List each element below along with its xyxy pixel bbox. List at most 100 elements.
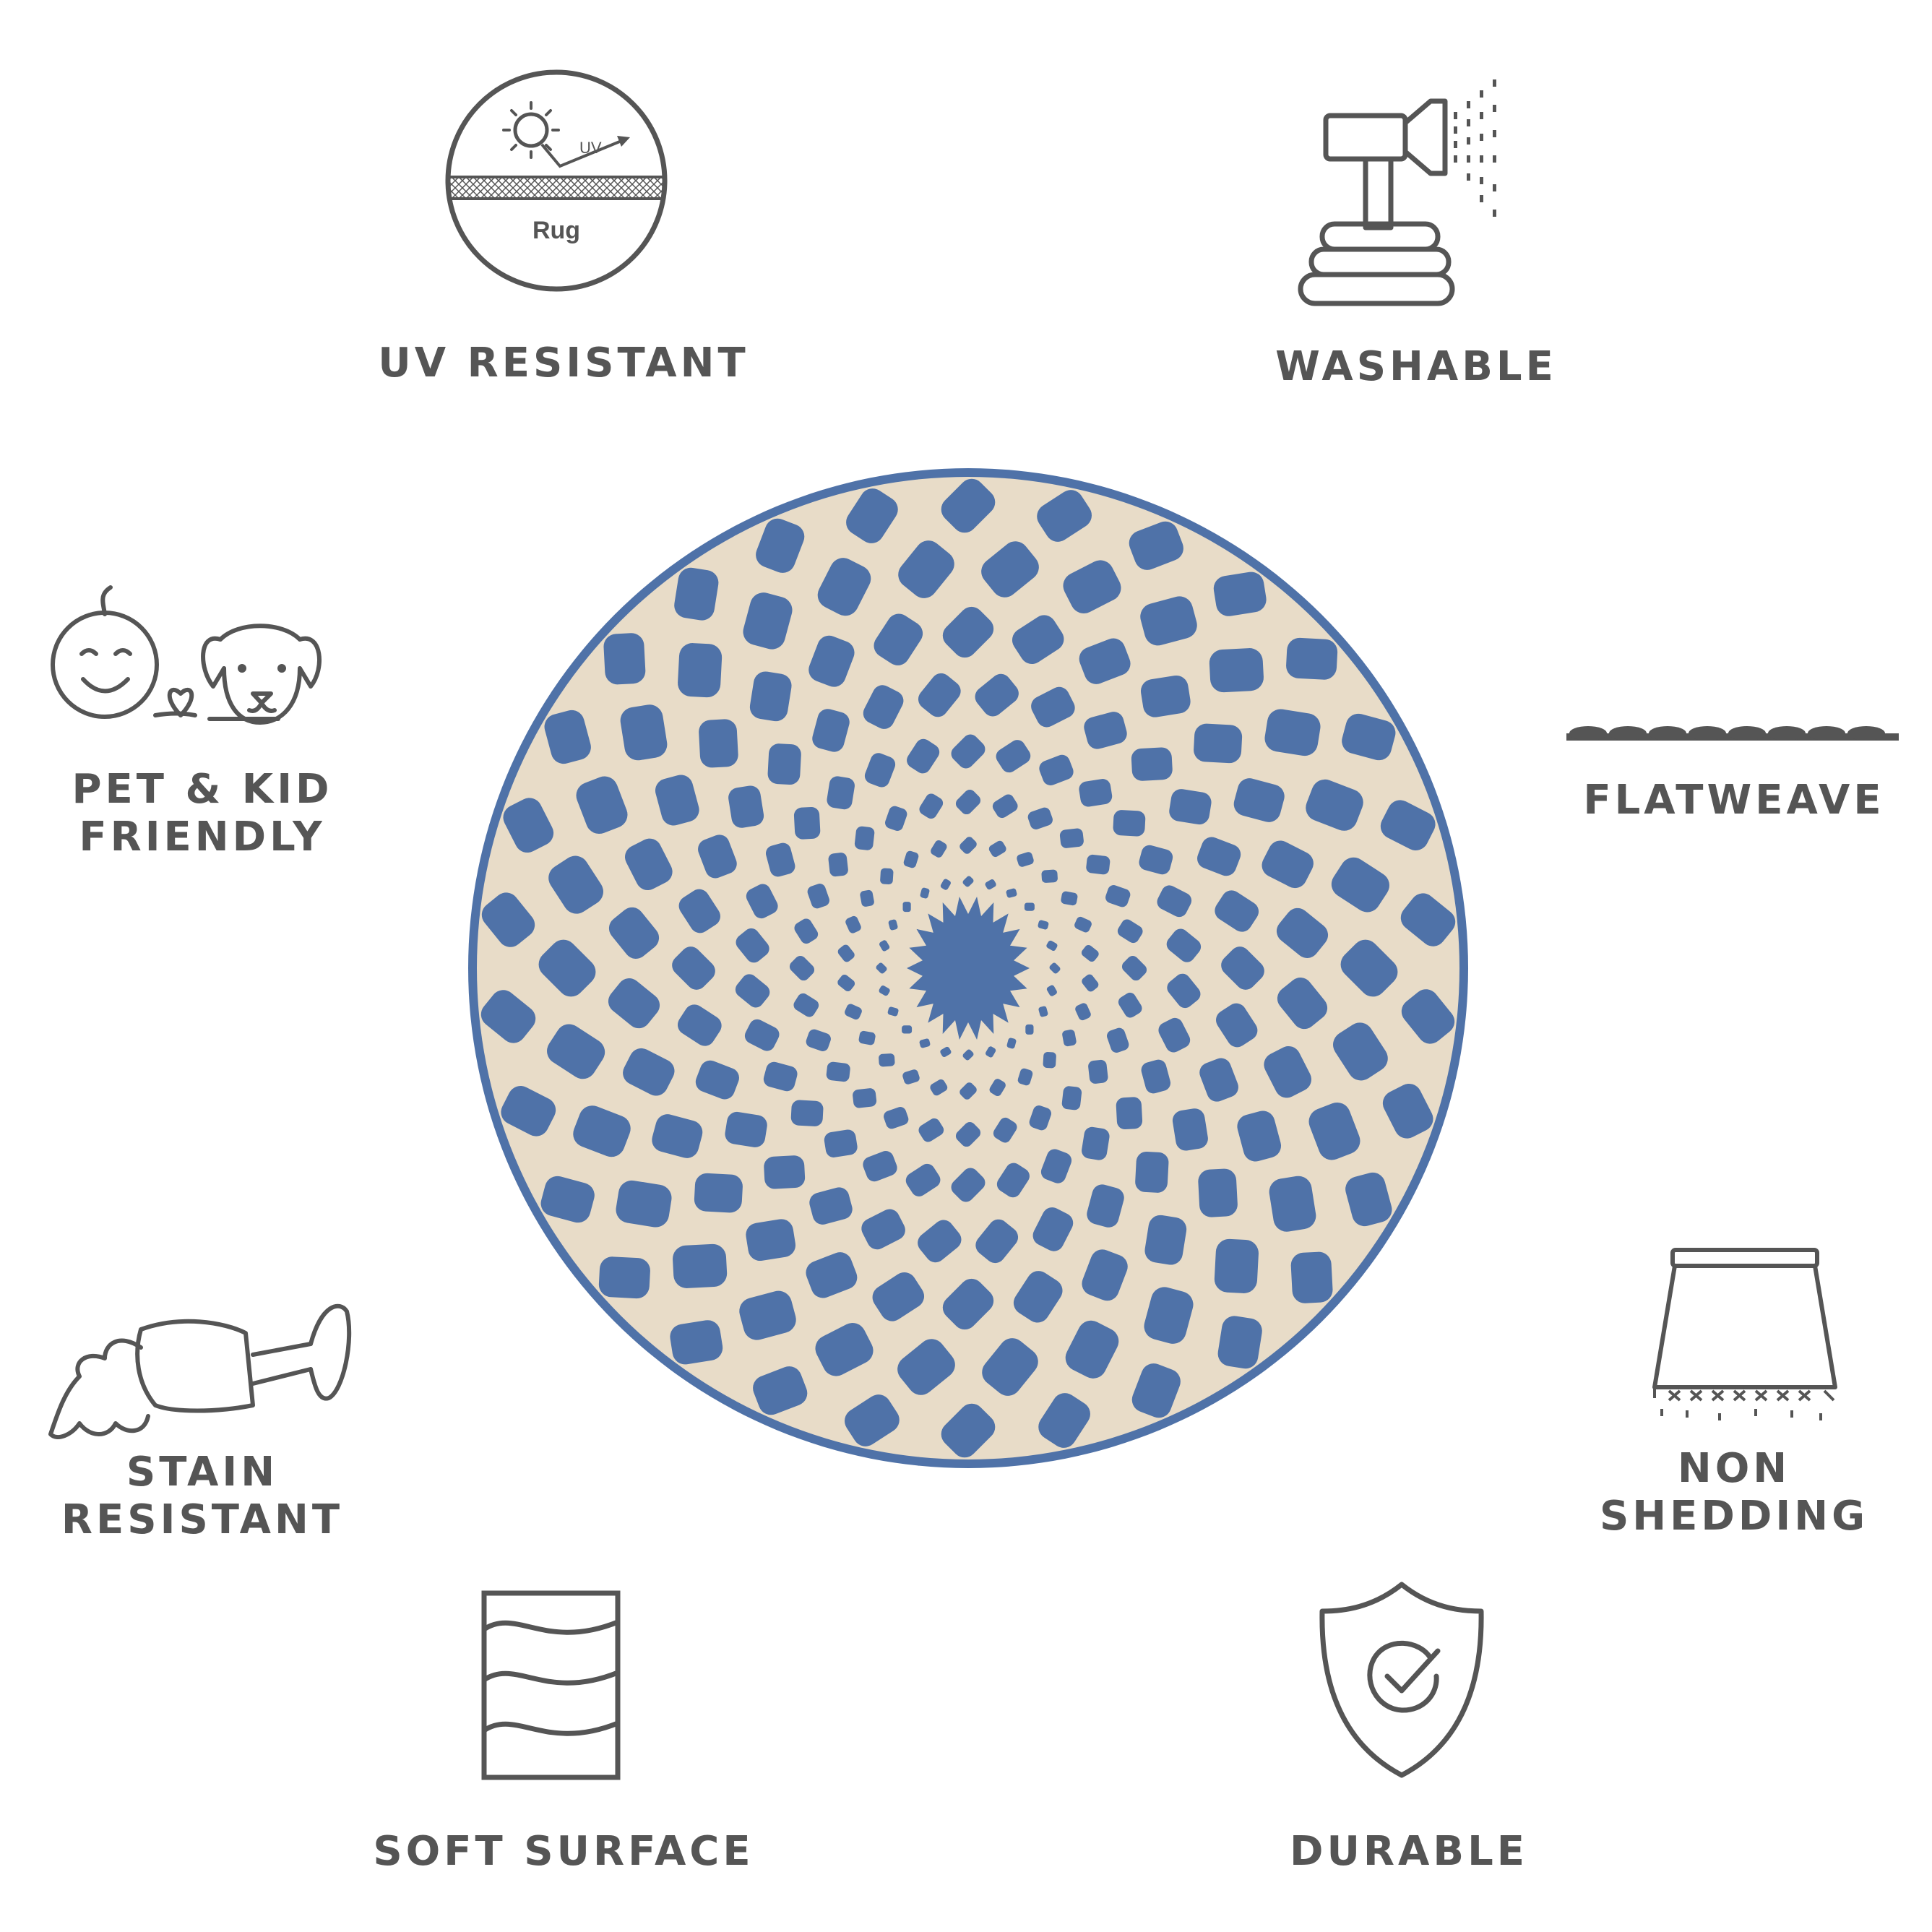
rug-motif bbox=[1209, 648, 1264, 693]
uv-resistant-label: UV RESISTANT bbox=[378, 340, 749, 387]
rug-motif bbox=[608, 907, 660, 959]
rug-motif bbox=[790, 1100, 824, 1126]
rug-motif bbox=[544, 710, 591, 764]
rug-motif bbox=[503, 798, 554, 853]
rug-motif bbox=[1141, 1059, 1171, 1094]
rug-motif bbox=[652, 1114, 703, 1158]
rug-motif bbox=[898, 540, 954, 598]
rug-motif bbox=[828, 853, 848, 877]
rug-motif bbox=[501, 1085, 556, 1137]
rug-motif bbox=[1038, 1006, 1048, 1017]
rug-motif bbox=[1046, 940, 1058, 951]
rug-motif bbox=[919, 1038, 931, 1048]
rug-motif bbox=[1342, 713, 1396, 761]
rug-motif bbox=[863, 1150, 897, 1182]
rug-motif bbox=[1217, 1316, 1262, 1369]
rug-motif bbox=[623, 1048, 675, 1096]
rug-motif bbox=[1024, 902, 1035, 911]
rug-motif bbox=[1049, 962, 1061, 974]
rug-motif bbox=[547, 1024, 605, 1079]
rug-motif bbox=[1199, 1058, 1238, 1102]
uv-resistant-feature: UV RESISTANT bbox=[347, 340, 780, 387]
rug-motif bbox=[1144, 1215, 1187, 1265]
rug-motif bbox=[872, 1272, 925, 1321]
rug-motif bbox=[1166, 928, 1202, 962]
rug-motif bbox=[951, 1168, 986, 1202]
rug-motif bbox=[725, 1111, 767, 1147]
rug-motif bbox=[1140, 675, 1191, 717]
rug-motif bbox=[1306, 779, 1363, 831]
rug-motif bbox=[1197, 837, 1241, 876]
rug-motif bbox=[1046, 985, 1057, 996]
rug-motif bbox=[763, 1061, 798, 1092]
pet-kid-label-line2: FRIENDLY bbox=[79, 814, 326, 861]
rug-motif bbox=[793, 806, 821, 840]
rug-motif bbox=[918, 1118, 944, 1142]
rug-motif bbox=[902, 1025, 913, 1034]
rug-motif bbox=[481, 892, 535, 947]
rug-motif bbox=[975, 673, 1019, 717]
rug-motif bbox=[1006, 888, 1017, 898]
rug-motif bbox=[1031, 686, 1075, 728]
rug-motif bbox=[940, 879, 951, 890]
rug-motif bbox=[538, 939, 596, 997]
rug-motif bbox=[765, 842, 795, 877]
rug-motif bbox=[1061, 891, 1078, 906]
rug-motif bbox=[885, 806, 907, 831]
rug-motif bbox=[941, 478, 996, 533]
rug-motif bbox=[941, 1403, 996, 1458]
rug-motif bbox=[1079, 779, 1113, 807]
rug-motif bbox=[1135, 1151, 1169, 1193]
rug-motif bbox=[1382, 1083, 1433, 1139]
rug-motif bbox=[1017, 1068, 1033, 1086]
rug-motif bbox=[959, 1082, 977, 1100]
rug-motif bbox=[962, 1049, 974, 1061]
rug-motif bbox=[1233, 778, 1285, 822]
rug-motif bbox=[884, 1107, 909, 1129]
rug-motif bbox=[699, 719, 738, 768]
rug-motif bbox=[598, 1256, 650, 1299]
rug-motif bbox=[743, 592, 793, 650]
rug-motif bbox=[1198, 1168, 1238, 1217]
rug-motif bbox=[874, 613, 923, 665]
rug-motif bbox=[942, 1278, 994, 1330]
rug-motif bbox=[897, 1339, 955, 1395]
rug-motif bbox=[942, 606, 994, 658]
round-rug-image bbox=[466, 466, 1470, 1470]
rug-motif bbox=[1082, 1249, 1128, 1301]
rug-motif bbox=[1262, 840, 1314, 889]
rug-motif bbox=[756, 518, 805, 573]
rug-no-fibers-icon bbox=[1647, 1243, 1842, 1431]
stain-label-line2: RESISTANT bbox=[61, 1496, 344, 1543]
rug-motif bbox=[1006, 1038, 1017, 1049]
rug-motif bbox=[624, 838, 673, 890]
rug-motif bbox=[1039, 754, 1074, 786]
shield-check-icon bbox=[1315, 1579, 1488, 1781]
rug-motif bbox=[1082, 974, 1099, 992]
rug-motif bbox=[1027, 807, 1053, 829]
rug-motif bbox=[1113, 810, 1146, 837]
rug-motif bbox=[1340, 939, 1398, 997]
rug-motif bbox=[1116, 1097, 1143, 1130]
stain-resistant-feature: STAIN RESISTANT bbox=[14, 1449, 390, 1544]
rug-motif bbox=[1063, 560, 1121, 613]
rug-motif bbox=[988, 840, 1006, 858]
rug-motif bbox=[812, 709, 850, 752]
rug-motif bbox=[902, 1069, 920, 1084]
rug-motif bbox=[806, 1252, 858, 1298]
rug-motif bbox=[1082, 1126, 1110, 1160]
rug-motif bbox=[1158, 1017, 1191, 1053]
rug-motif bbox=[1107, 1027, 1129, 1053]
rug-motif bbox=[540, 1176, 595, 1223]
rug-motif bbox=[845, 1004, 862, 1020]
uv-text: UV bbox=[579, 139, 602, 157]
rug-motif bbox=[992, 794, 1018, 819]
rug-motif bbox=[1012, 615, 1064, 664]
rug-motif bbox=[1276, 907, 1329, 958]
rug-motif bbox=[903, 850, 919, 868]
rug-motif bbox=[837, 944, 855, 962]
rug-motif bbox=[959, 837, 977, 854]
rug-motif bbox=[677, 1004, 722, 1046]
rug-motif bbox=[1131, 1363, 1181, 1418]
rug-motif bbox=[1308, 1102, 1360, 1160]
